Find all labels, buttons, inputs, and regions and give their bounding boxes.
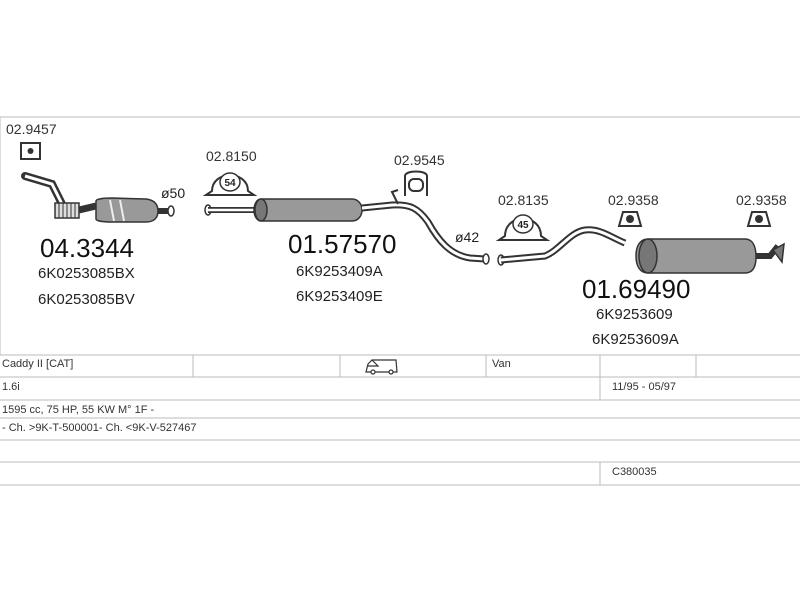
gasket-icon bbox=[20, 142, 41, 160]
info-table-grid bbox=[0, 354, 800, 486]
clamp-1-number: 02.8150 bbox=[206, 148, 257, 164]
van-icon bbox=[365, 359, 398, 375]
vehicle-chassis: - Ch. >9K-T-500001- Ch. <9K-V-527467 bbox=[2, 422, 197, 434]
middle-silencer-drawing bbox=[204, 189, 490, 265]
clamp-icon: 54 bbox=[202, 172, 258, 196]
middle-silencer-oem-1: 6K9253409A bbox=[296, 263, 383, 280]
rear-silencer-oem-2: 6K9253609A bbox=[592, 331, 679, 348]
vehicle-body: Van bbox=[492, 358, 511, 370]
clamp-1-badge: 54 bbox=[224, 178, 236, 189]
catalyst-oem-1: 6K0253085BX bbox=[38, 265, 135, 282]
flange-gasket-number: 02.9457 bbox=[6, 121, 57, 137]
catalyst-diameter: ø50 bbox=[161, 185, 185, 201]
mount-icon bbox=[617, 211, 643, 227]
vehicle-years: 11/95 - 05/97 bbox=[612, 381, 677, 393]
mount-3-number: 02.9358 bbox=[736, 192, 787, 208]
mount-icon bbox=[746, 211, 772, 227]
catalyst-drawing bbox=[21, 172, 175, 223]
rear-silencer-oem-1: 6K9253609 bbox=[596, 306, 673, 323]
vehicle-specs: 1595 cc, 75 HP, 55 KW M° 1F - bbox=[2, 404, 155, 416]
mount-icon bbox=[404, 170, 428, 196]
catalogue-code: C380035 bbox=[612, 466, 657, 478]
clamp-2-number: 02.8135 bbox=[498, 192, 549, 208]
vehicle-engine: 1.6i bbox=[2, 381, 20, 393]
rear-silencer-drawing bbox=[497, 226, 785, 274]
middle-silencer-oem-2: 6K9253409E bbox=[296, 288, 383, 305]
clamp-2-badge: 45 bbox=[517, 220, 529, 231]
catalyst-oem-2: 6K0253085BV bbox=[38, 291, 135, 308]
rear-silencer-part-number: 01.69490 bbox=[582, 274, 690, 304]
mount-1-number: 02.9545 bbox=[394, 152, 445, 168]
vehicle-model: Caddy II [CAT] bbox=[2, 358, 74, 370]
middle-silencer-part-number: 01.57570 bbox=[288, 229, 396, 259]
middle-silencer-diameter: ø42 bbox=[455, 229, 479, 245]
mount-2-number: 02.9358 bbox=[608, 192, 659, 208]
catalyst-part-number: 04.3344 bbox=[40, 233, 134, 263]
clamp-icon: 45 bbox=[495, 214, 551, 241]
